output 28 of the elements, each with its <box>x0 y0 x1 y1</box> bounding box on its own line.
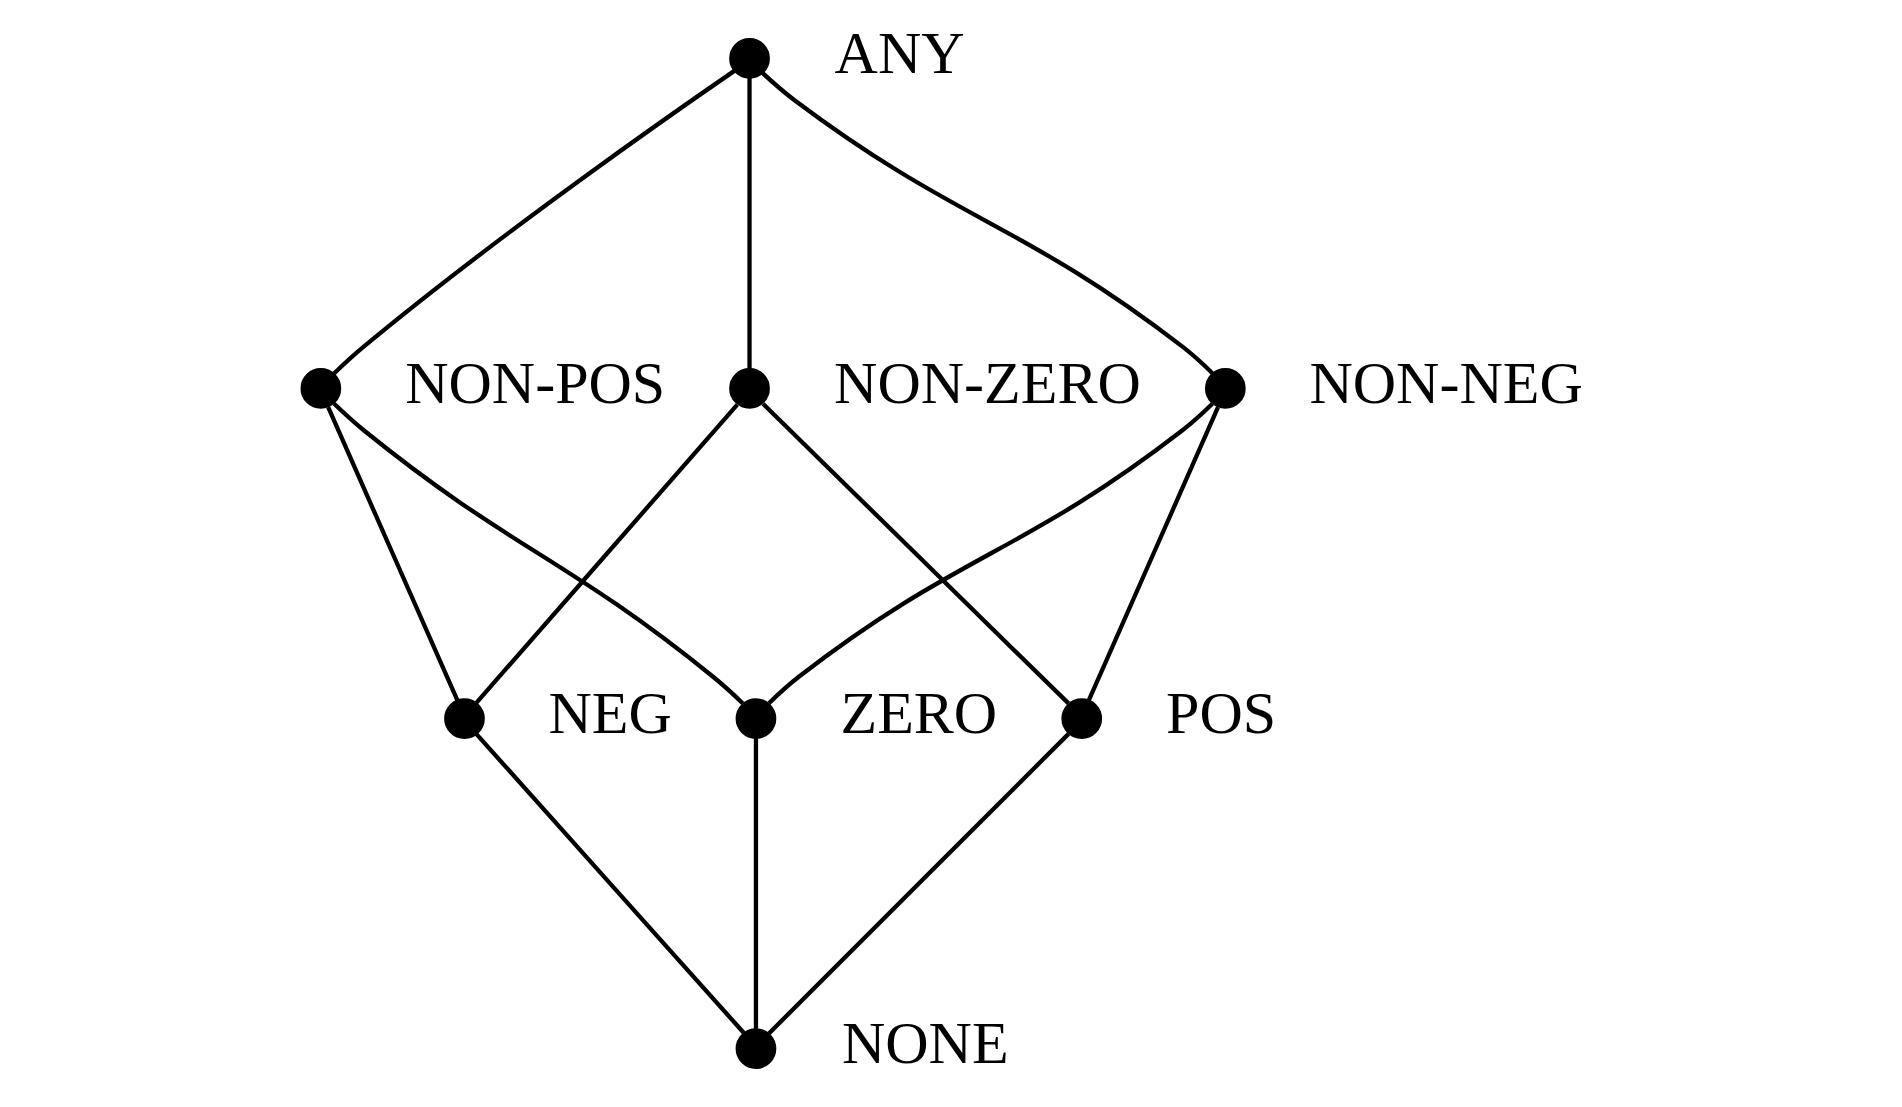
node-circle <box>444 698 485 739</box>
node-label: ANY <box>834 20 965 87</box>
connector <box>761 402 1070 705</box>
connector <box>332 402 745 705</box>
node-label: NON-NEG <box>1309 350 1583 417</box>
connector <box>753 738 759 1029</box>
node-circle <box>735 1028 777 1069</box>
node-circle <box>729 38 770 79</box>
node-label: POS <box>1166 680 1277 747</box>
connector <box>767 732 1071 1035</box>
node-label: NONE <box>841 1010 1009 1077</box>
node-circle <box>729 368 770 409</box>
node-label: ZERO <box>840 680 998 747</box>
node-label: NON-ZERO <box>834 350 1141 417</box>
node-label: NEG <box>548 680 672 747</box>
connector <box>761 71 1214 375</box>
connector <box>332 69 736 375</box>
connector <box>474 732 746 1035</box>
node-circle <box>1205 368 1246 409</box>
connector <box>1086 406 1220 702</box>
node-label: NON-POS <box>405 350 666 417</box>
connector <box>767 402 1214 705</box>
connector <box>474 403 739 705</box>
node-circle <box>300 368 342 409</box>
node-circle <box>1061 698 1103 739</box>
connector <box>326 406 460 702</box>
connector <box>747 78 752 369</box>
node-circle <box>735 698 777 739</box>
